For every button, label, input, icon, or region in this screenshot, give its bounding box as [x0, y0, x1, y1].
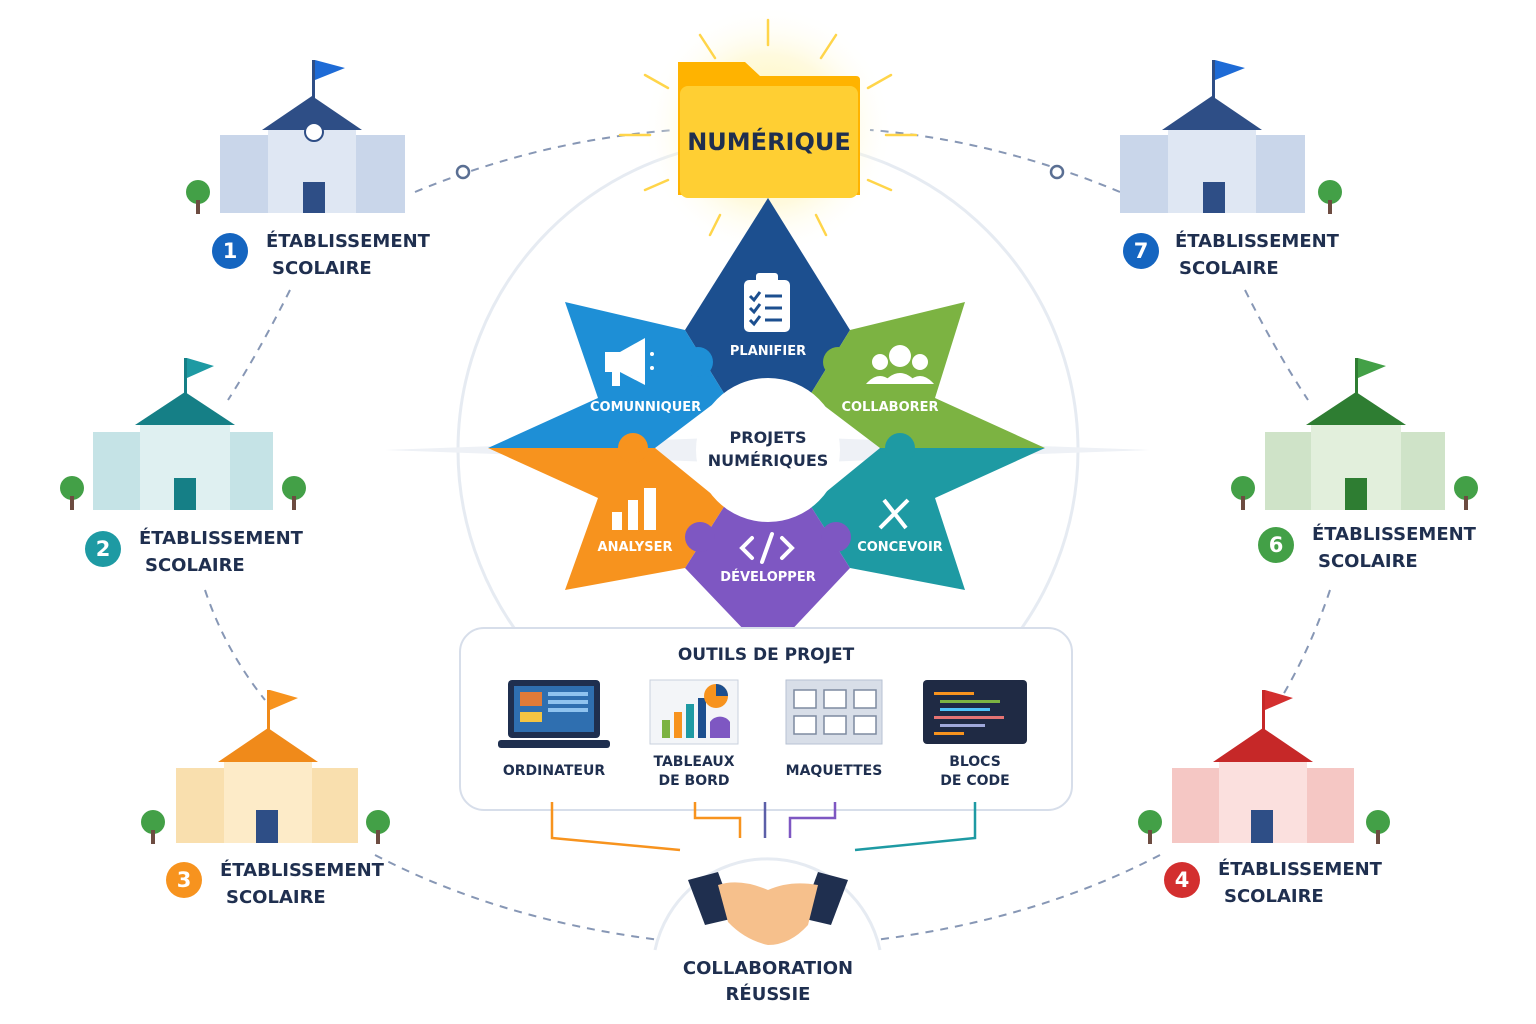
puzzle-label-planifier: PLANIFIER	[729, 344, 807, 359]
footer-line2: RÉUSSIE	[725, 984, 811, 1005]
school-building-4	[1138, 690, 1390, 844]
school-label: ÉTABLISSEMENT SCOLAIRE	[1175, 231, 1339, 279]
puzzle-knob	[885, 433, 915, 463]
code-icon	[739, 532, 795, 564]
puzzle-knob	[683, 347, 713, 377]
puzzle-label-developper: DÉVELOPPER	[720, 570, 816, 585]
school-number-badge: 3	[166, 862, 202, 898]
center-title-line1: PROJETS	[729, 428, 807, 447]
tool-label-blocs: BLOCS DE CODE	[940, 754, 1010, 789]
school-label: ÉTABLISSEMENT SCOLAIRE	[1312, 524, 1476, 572]
school-building-3	[141, 690, 390, 844]
connector-node-left	[455, 164, 471, 180]
school-building-2	[60, 358, 306, 510]
star-puzzle	[488, 198, 1045, 655]
dashboard-icon	[649, 679, 739, 745]
tool-label-ordinateur: ORDINATEUR	[502, 763, 606, 779]
school-number-badge: 1	[212, 233, 248, 269]
puzzle-label-concevoir: CONCEVOIR	[857, 540, 943, 555]
school-number-badge: 4	[1164, 862, 1200, 898]
school-number-badge: 2	[85, 531, 121, 567]
puzzle-piece-communiquer	[488, 302, 725, 448]
puzzle-knob	[823, 347, 853, 377]
clipboard-checklist-icon	[744, 273, 790, 332]
tools-title: OUTILS DE PROJET	[677, 645, 855, 665]
school-building-1	[186, 60, 405, 214]
connector-node-right	[1049, 164, 1065, 180]
code-block-icon	[923, 680, 1027, 744]
school-label: ÉTABLISSEMENT SCOLAIRE	[139, 528, 303, 576]
puzzle-label-communiquer: COMUNNIQUER	[590, 400, 702, 415]
center-circle	[696, 378, 840, 522]
school-building-7	[1120, 60, 1342, 214]
school-label: ÉTABLISSEMENT SCOLAIRE	[266, 231, 430, 279]
handshake-icon	[688, 872, 848, 945]
school-label: ÉTABLISSEMENT SCOLAIRE	[220, 860, 384, 908]
center-title-line2: NUMÉRIQUES	[707, 451, 829, 470]
puzzle-piece-developper	[685, 505, 850, 655]
puzzle-piece-collaborer	[810, 302, 1045, 448]
school-building-6	[1231, 358, 1478, 510]
megaphone-icon	[605, 338, 654, 386]
sun-rays	[618, 18, 918, 237]
puzzle-piece-analyser	[488, 448, 725, 590]
footer-arc	[653, 857, 882, 951]
puzzle-label-analyser: ANALYSER	[597, 540, 673, 555]
school-label: ÉTABLISSEMENT SCOLAIRE	[1218, 859, 1382, 907]
puzzle-label-collaborer: COLLABORER	[841, 400, 939, 415]
puzzle-piece-concevoir	[810, 448, 1045, 590]
footer-line1: COLLABORATION	[682, 958, 854, 979]
tool-label-maquettes: MAQUETTES	[785, 763, 883, 779]
pencil-ruler-icon	[878, 498, 910, 530]
laptop-icon	[498, 680, 610, 748]
folder-label: NUMÉRIQUE	[687, 128, 851, 156]
tool-label-tableaux: TABLEAUX DE BORD	[653, 754, 735, 789]
puzzle-knob	[821, 522, 851, 552]
bar-chart-icon	[612, 488, 656, 530]
folder-icon	[678, 62, 860, 198]
puzzle-icons	[605, 273, 934, 564]
school-number-badge: 7	[1123, 233, 1159, 269]
puzzle-knob	[685, 522, 715, 552]
puzzle-knob	[618, 433, 648, 463]
team-icon	[866, 345, 934, 384]
dashed-connectors	[204, 129, 1331, 941]
tool-arrows	[550, 802, 977, 852]
school-number-badge: 6	[1258, 527, 1294, 563]
wireframe-icon	[785, 679, 883, 745]
